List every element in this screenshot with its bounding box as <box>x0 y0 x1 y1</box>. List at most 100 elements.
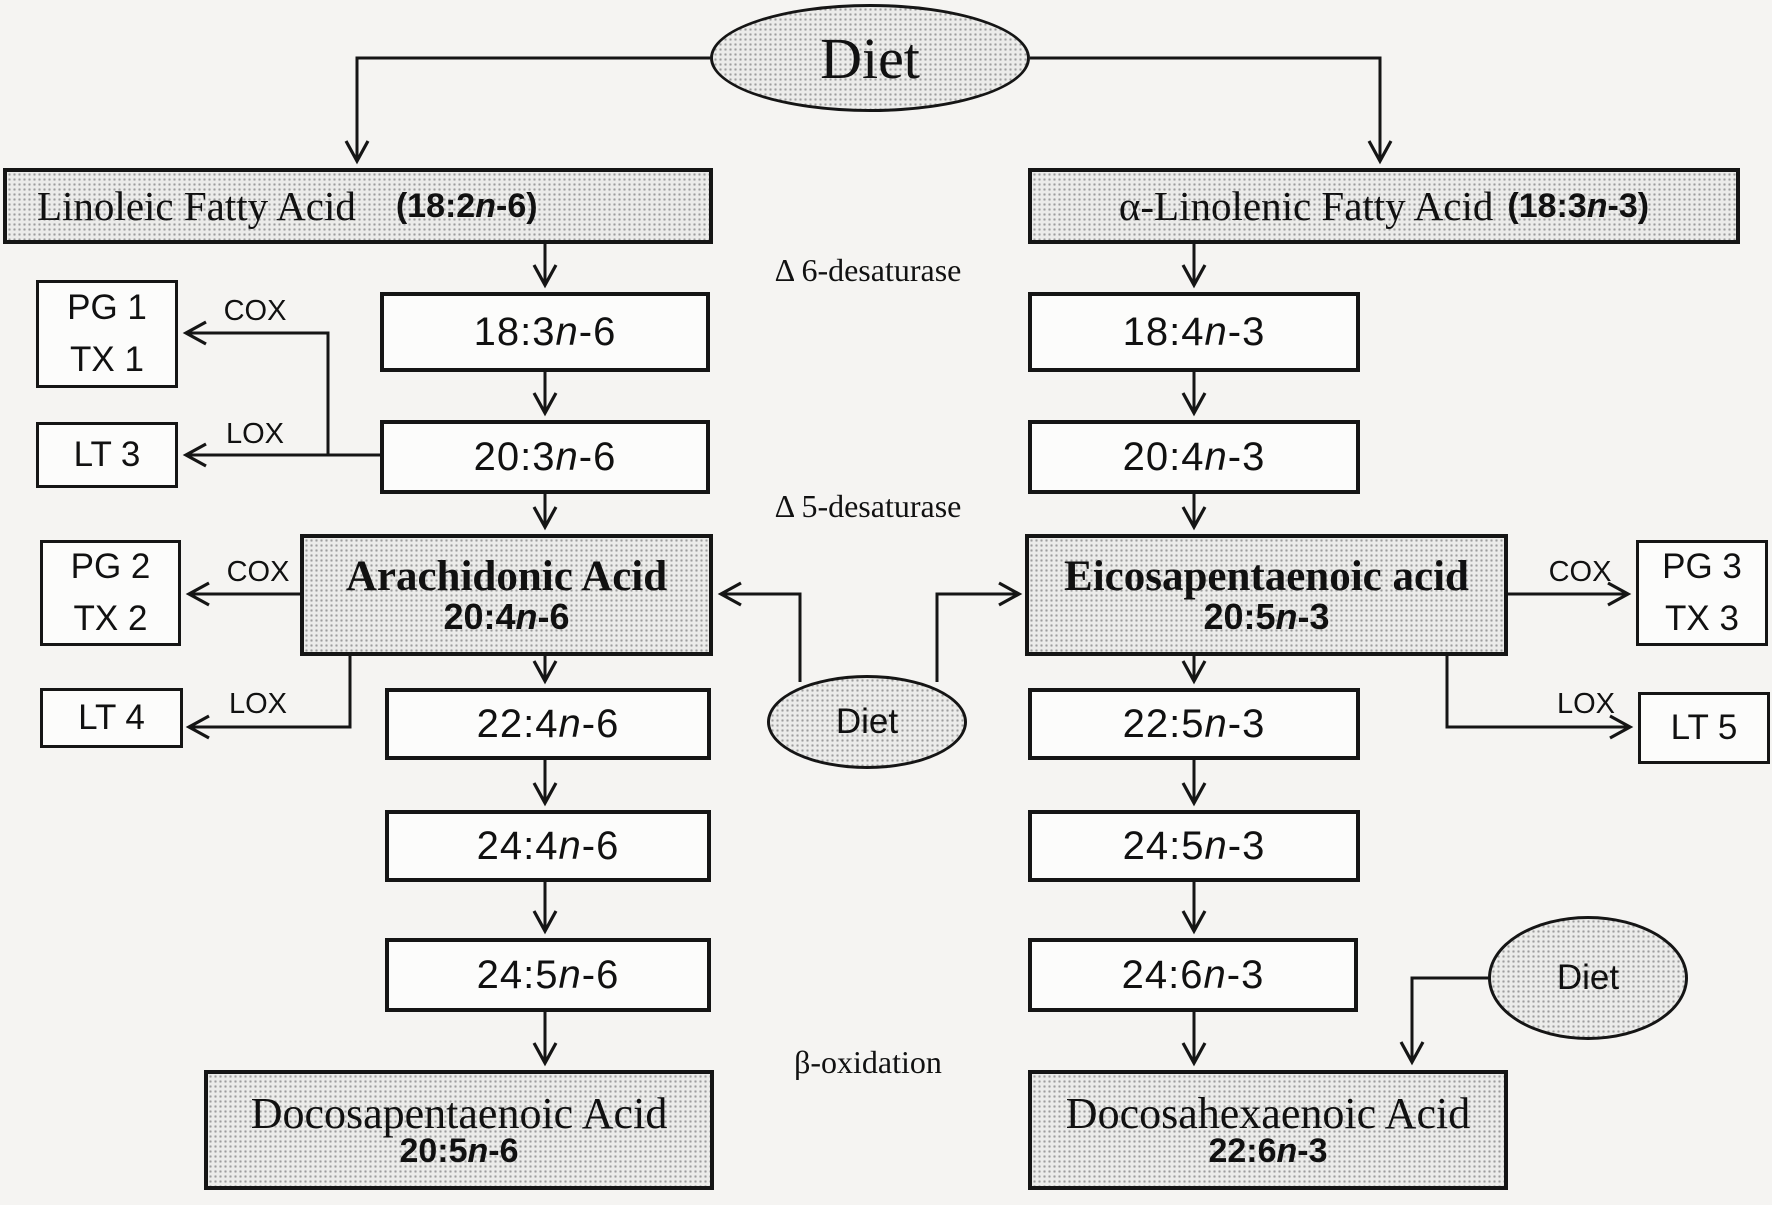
pg3-label: PG 3 <box>1662 546 1742 586</box>
formula-pre: 20:5 <box>1203 595 1276 637</box>
formula-suf: -3 <box>1297 595 1330 637</box>
formula-n: n <box>1203 952 1227 997</box>
formula-suf: -6 <box>488 1131 519 1170</box>
formula-pre: 24:5 <box>1122 823 1205 868</box>
dpa-formula: 20:5n-6 <box>399 1131 519 1170</box>
docosahexaenoic-acid-box: Docosahexaenoic Acid 22:6n-3 <box>1028 1070 1508 1190</box>
arrow-diet-to-arachidonic <box>717 581 802 682</box>
lt3-label: LT 3 <box>73 434 141 474</box>
diet-bottom-right-label: Diet <box>1556 958 1620 997</box>
formula-24-5n-3: 24:5n-3 <box>1123 824 1266 869</box>
eicosapentaenoic-acid-box: Eicosapentaenoic acid 20:5n-3 <box>1025 534 1508 656</box>
docosapentaenoic-acid-box: Docosapentaenoic Acid 20:5n-6 <box>204 1070 714 1190</box>
formula-n: n <box>1276 1131 1298 1170</box>
lt4-label: LT 4 <box>78 697 145 737</box>
lt5-box: LT 5 <box>1638 692 1770 764</box>
formula-pre: 20:4 <box>443 595 516 637</box>
epa-formula: 20:5n-3 <box>1203 595 1330 637</box>
formula-suf: -3 <box>1297 1131 1328 1170</box>
formula-n: n <box>558 823 582 868</box>
formula-22-4n-6: 22:4n-6 <box>477 702 620 747</box>
dha-name: Docosahexaenoic Acid <box>1065 1088 1471 1138</box>
arrow-lox-to-lt5 <box>1445 656 1634 740</box>
cox-label-left-mid: COX <box>226 556 290 588</box>
formula-n: n <box>555 434 579 479</box>
pg1-tx1-box: PG 1 TX 1 <box>36 280 178 388</box>
pg2-tx2-box: PG 2 TX 2 <box>40 540 181 646</box>
formula-pre: 18:3 <box>473 309 556 354</box>
formula-pre: 22:5 <box>1122 701 1205 746</box>
formula-pre: 20:5 <box>399 1131 468 1170</box>
formula-suf: -3 <box>1227 701 1266 746</box>
formula-n: n <box>1204 701 1228 746</box>
box-20-4n-3: 20:4n-3 <box>1028 420 1360 494</box>
formula-22-5n-3: 22:5n-3 <box>1123 702 1266 747</box>
formula-24-6n-3: 24:6n-3 <box>1122 953 1265 998</box>
lox-label-right: LOX <box>1556 688 1616 720</box>
diet-middle-label: Diet <box>835 702 899 741</box>
formula-pre: 24:4 <box>476 823 559 868</box>
formula-n: n <box>1204 434 1228 479</box>
lox-label-left-top: LOX <box>225 418 285 450</box>
formula-24-5n-6: 24:5n-6 <box>477 953 620 998</box>
arrow-diet-to-alpha-linolenic <box>1030 56 1393 165</box>
dpa-name: Docosapentaenoic Acid <box>250 1088 668 1138</box>
tx2-label: TX 2 <box>73 599 148 638</box>
beta-oxidation-label: β-oxidation <box>794 1044 942 1080</box>
dha-formula: 22:6n-3 <box>1208 1131 1328 1170</box>
formula-n: n <box>555 309 579 354</box>
formula-18-3n-6: 18:3n-6 <box>474 310 617 355</box>
lox-label-left-mid: LOX <box>228 688 288 720</box>
formula-n: n <box>515 595 538 637</box>
formula-n: n <box>1204 309 1228 354</box>
formula-suf: -3) <box>1607 186 1650 225</box>
formula-n: n <box>467 1131 489 1170</box>
formula-pre: 18:4 <box>1122 309 1205 354</box>
formula-suf: -3 <box>1226 952 1265 997</box>
box-24-6n-3: 24:6n-3 <box>1028 938 1358 1012</box>
lt3-box: LT 3 <box>36 422 178 488</box>
tx1-label: TX 1 <box>70 340 144 379</box>
diet-ellipse-top: Diet <box>710 4 1030 112</box>
box-24-4n-6: 24:4n-6 <box>385 810 711 882</box>
box-24-5n-3: 24:5n-3 <box>1028 810 1360 882</box>
formula-suf: -6 <box>537 595 570 637</box>
formula-n: n <box>1204 823 1228 868</box>
tx3-label: TX 3 <box>1665 599 1739 638</box>
formula-n: n <box>558 701 582 746</box>
delta-6-desaturase-label: Δ 6-desaturase <box>774 252 962 288</box>
formula-suf: -3 <box>1227 309 1266 354</box>
formula-24-4n-6: 24:4n-6 <box>477 824 620 869</box>
arrow-diet-to-dha <box>1399 976 1488 1066</box>
alpha-linolenic-header-box: α-Linolenic Fatty Acid (18:3n-3) <box>1028 168 1740 244</box>
formula-pre: (18:2 <box>395 186 476 225</box>
diet-ellipse-bottom-right: Diet <box>1488 916 1688 1040</box>
diet-ellipse-middle: Diet <box>767 675 967 769</box>
formula-20-4n-3: 20:4n-3 <box>1123 435 1266 480</box>
formula-pre: 24:5 <box>476 952 559 997</box>
box-22-5n-3: 22:5n-3 <box>1028 688 1360 760</box>
diet-top-label: Diet <box>820 25 920 91</box>
linoleic-formula: (18:2n-6) <box>396 187 538 226</box>
formula-suf: -6 <box>578 434 617 479</box>
formula-n: n <box>558 952 582 997</box>
arrow-diet-to-linoleic <box>344 56 710 165</box>
box-20-3n-6: 20:3n-6 <box>380 420 710 494</box>
formula-20-3n-6: 20:3n-6 <box>474 435 617 480</box>
formula-pre: 22:6 <box>1208 1131 1277 1170</box>
pg1-label: PG 1 <box>67 287 147 327</box>
arachidonic-name: Arachidonic Acid <box>345 552 668 600</box>
formula-n: n <box>1275 595 1298 637</box>
linoleic-header-box: Linoleic Fatty Acid (18:2n-6) <box>3 168 713 244</box>
formula-n: n <box>1586 186 1608 225</box>
arrow-cox-to-pg1 <box>182 320 330 455</box>
box-18-3n-6: 18:3n-6 <box>380 292 710 372</box>
pg3-tx3-box: PG 3 TX 3 <box>1636 540 1768 646</box>
formula-suf: -3 <box>1227 434 1266 479</box>
formula-pre: (18:3 <box>1507 186 1587 225</box>
formula-pre: 20:3 <box>473 434 556 479</box>
formula-suf: -6 <box>581 823 620 868</box>
arachidonic-formula: 20:4n-6 <box>443 595 570 637</box>
alpha-linolenic-name: α-Linolenic Fatty Acid <box>1118 183 1494 229</box>
arrow-diet-to-epa <box>935 581 1023 682</box>
